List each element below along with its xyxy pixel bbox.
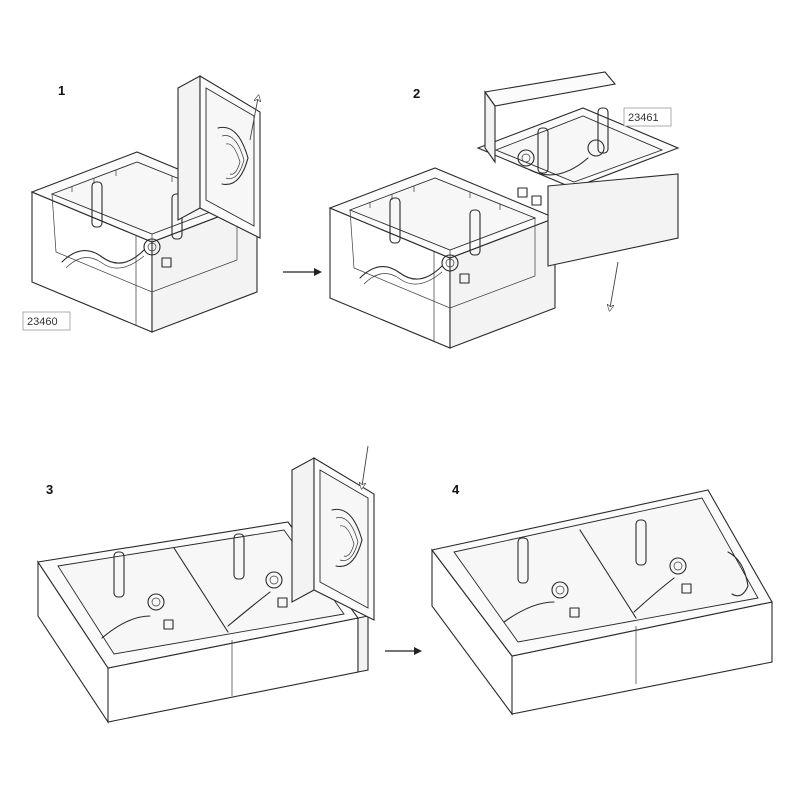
step-4-number: 4 bbox=[452, 482, 460, 497]
step-1-up-arrow bbox=[249, 98, 258, 141]
step-3-number: 3 bbox=[46, 482, 53, 497]
step-1-part-code: 23460 bbox=[27, 316, 58, 328]
step-4-double-box bbox=[431, 489, 773, 716]
step-1-group: 1 23460 bbox=[22, 75, 261, 333]
arrow-step1-to-step2 bbox=[283, 268, 322, 276]
arrow-step3-to-step4 bbox=[385, 647, 422, 655]
step-2-code-label: 23461 bbox=[623, 107, 672, 127]
step-2-back-panel bbox=[484, 71, 617, 164]
step-2-group: 2 23461 bbox=[329, 71, 680, 349]
step-1-code-label: 23460 bbox=[22, 311, 71, 331]
step-2-box-right bbox=[476, 107, 680, 267]
step-1-flap bbox=[177, 75, 261, 239]
step-3-double-box bbox=[37, 521, 369, 724]
step-4-group: 4 bbox=[431, 482, 773, 716]
step-3-down-arrow bbox=[362, 445, 369, 486]
step-1-number: 1 bbox=[58, 83, 65, 98]
step-3-group: 3 bbox=[37, 445, 375, 724]
step-2-box-left bbox=[329, 167, 556, 349]
step-2-number: 2 bbox=[413, 86, 420, 101]
step-2-down-arrow bbox=[610, 261, 619, 308]
step-2-part-code: 23461 bbox=[628, 112, 659, 124]
step-3-flap bbox=[291, 457, 375, 621]
